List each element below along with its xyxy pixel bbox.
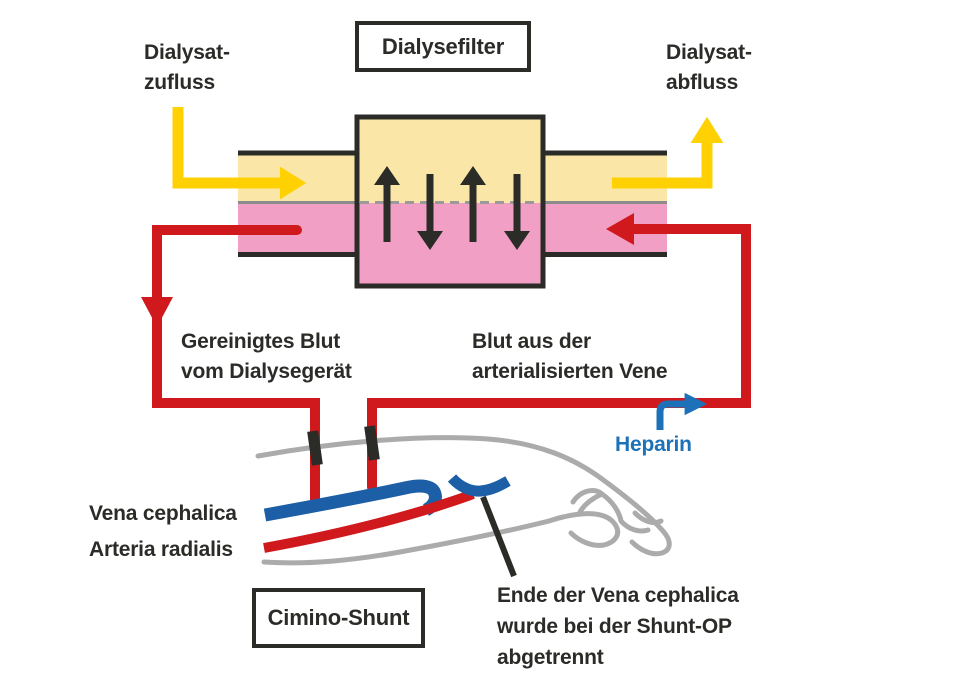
down-exchange-arrowhead-icon (504, 231, 530, 250)
annotation-pointer-line (480, 495, 517, 578)
needle-mark-left (307, 430, 323, 466)
down-exchange-arrowhead-icon (417, 231, 443, 250)
left-band-top-border (238, 150, 355, 156)
label-blut-aus-vene: Blut aus der arterialisierten Vene (472, 330, 668, 383)
dialysefilter-box: Dialysefilter (355, 21, 531, 72)
label-vena-cephalica: Vena cephalica (89, 502, 237, 525)
left-channel-band (238, 150, 355, 257)
label-heparin: Heparin (615, 433, 692, 456)
left-band-bottom-border (238, 252, 355, 257)
needle-mark-right (364, 425, 380, 461)
forearm-bottom-contour (261, 514, 566, 566)
thumb-contour (570, 488, 605, 515)
membrane-arrows (374, 166, 530, 250)
up-exchange-arrowhead-icon (460, 166, 486, 185)
label-dialysat-zufluss: Dialysat- zufluss (144, 41, 230, 94)
palm-contour (560, 511, 621, 548)
dialysis-filter-body (354, 114, 546, 289)
filter-border (354, 114, 546, 289)
label-gereinigtes-blut: Gereinigtes Blut vom Dialysegerät (181, 330, 352, 383)
cimino-shunt-box: Cimino-Shunt (252, 588, 425, 648)
dialysate-inflow-arrow (172, 107, 307, 200)
up-exchange-arrowhead-icon (374, 166, 400, 185)
forearm-top-contour (255, 435, 672, 557)
label-dialysefilter: Dialysefilter (381, 33, 505, 59)
label-ende-vena-cephalica: Ende der Vena cephalica wurde bei der Sh… (497, 584, 739, 669)
label-dialysat-abfluss: Dialysat- abfluss (666, 41, 752, 94)
dialysate-outflow-arrow (612, 116, 724, 189)
right-band-bottom-border (545, 252, 667, 257)
finger-contour-1 (599, 491, 651, 534)
finger-contour-2 (632, 510, 664, 526)
label-cimino-shunt: Cimino-Shunt (267, 605, 410, 630)
label-arteria-radialis: Arteria radialis (89, 538, 233, 561)
arteria-radialis-line (263, 489, 475, 553)
heparin-injection-arrow (656, 392, 707, 430)
right-channel-band (545, 150, 667, 257)
right-band-top-border (545, 150, 667, 156)
severed-vena-cephalica-end (447, 474, 511, 497)
cleaned-blood-down-arrowhead (141, 297, 173, 327)
hand-outline (255, 435, 672, 566)
